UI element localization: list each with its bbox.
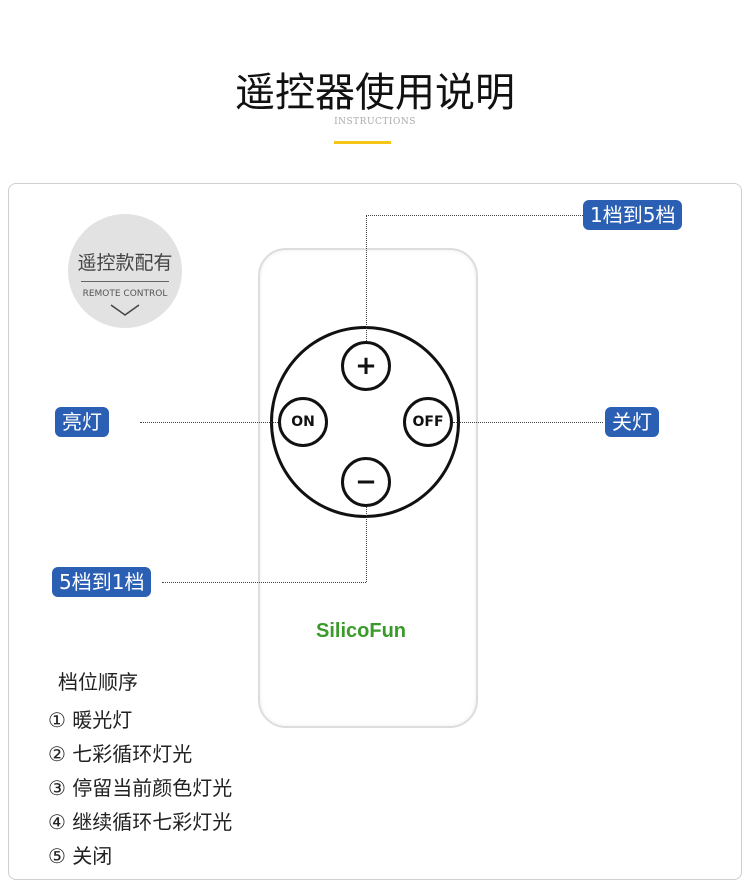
plus-button[interactable]: + (341, 341, 391, 391)
chevron-down-icon (110, 304, 140, 316)
callout-line (366, 215, 367, 341)
remote-badge: 遥控款配有 REMOTE CONTROL (68, 214, 182, 328)
brand-logo: SilicoFun (316, 620, 406, 642)
callout-line (366, 507, 367, 582)
list-item: ① 暖光灯 (48, 708, 133, 732)
gear-order-list: 档位顺序 ① 暖光灯 ② 七彩循环灯光 ③ 停留当前颜色灯光 ④ 继续循环七彩灯… (48, 666, 242, 873)
badge-title: 遥控款配有 (77, 252, 173, 274)
list-item: ④ 继续循环七彩灯光 (48, 810, 233, 834)
on-button[interactable]: ON (278, 397, 328, 447)
gear-order-heading: 档位顺序 (58, 670, 138, 694)
callout-on: 亮灯 (55, 407, 109, 437)
callout-plus: 1档到5档 (583, 200, 683, 230)
badge-subtitle: REMOTE CONTROL (82, 289, 168, 299)
callout-off: 关灯 (605, 407, 659, 437)
page-title: 遥控器使用说明 (235, 70, 515, 116)
title-underline (334, 141, 391, 144)
callout-line (453, 422, 603, 423)
off-button[interactable]: OFF (403, 397, 453, 447)
list-item: ⑤ 关闭 (48, 844, 113, 868)
callout-line (140, 422, 278, 423)
minus-button[interactable]: − (341, 457, 391, 507)
badge-divider (81, 281, 169, 282)
callout-line (162, 582, 366, 583)
callout-line (366, 215, 583, 216)
list-item: ③ 停留当前颜色灯光 (48, 776, 233, 800)
callout-minus: 5档到1档 (52, 567, 152, 597)
instruction-panel (8, 183, 742, 880)
page-subtitle: INSTRUCTIONS (334, 117, 416, 127)
list-item: ② 七彩循环灯光 (48, 742, 193, 766)
